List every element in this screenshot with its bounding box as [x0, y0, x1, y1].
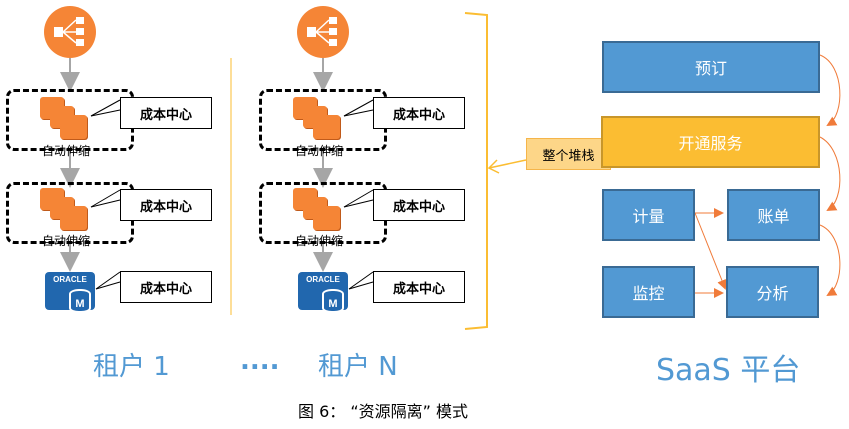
callout-pointer	[90, 199, 121, 208]
flow-arc-booking-provisioning	[819, 54, 841, 127]
db-badge: M	[322, 289, 344, 313]
callout-pointer	[343, 99, 374, 117]
load-balancer-icon	[297, 6, 349, 58]
callout-pointer	[343, 189, 374, 208]
auto-scaling-label: 自动伸缩	[42, 144, 91, 158]
cost-center-callout: 成本中心	[373, 97, 465, 129]
ellipsis: ....	[240, 346, 280, 376]
callout-pointer	[343, 109, 374, 117]
auto-scaling-label: 自动伸缩	[42, 234, 91, 248]
instance-icon	[313, 206, 340, 230]
callout-pointer	[90, 109, 121, 117]
booking-box: 预订	[602, 41, 820, 93]
instance-icon	[60, 206, 87, 230]
load-balancer-icon	[44, 6, 96, 58]
figure-caption: 图 6： “资源隔离” 模式	[298, 402, 469, 421]
cost-center-callout: 成本中心	[120, 97, 212, 129]
stack-arrow	[488, 159, 527, 169]
callout-pointer	[95, 271, 121, 290]
cost-center-callout: 成本中心	[120, 271, 212, 303]
callout-pointer	[90, 99, 121, 117]
instance-icon	[313, 115, 340, 139]
tenant-label: 租户 1	[93, 352, 170, 382]
saas-label: SaaS 平台	[656, 353, 801, 388]
callout-pointer	[90, 189, 121, 208]
stack-arrow-head	[487, 159, 500, 174]
analytics-box: 分析	[726, 266, 819, 318]
auto-scaling-label: 自动伸缩	[295, 234, 344, 248]
billing-box: 账单	[727, 189, 820, 241]
instance-icon	[60, 115, 87, 139]
stack-bracket	[464, 12, 488, 330]
monitoring-box: 监控	[602, 266, 695, 318]
oracle-db-title: ORACLE	[306, 275, 340, 284]
provisioning-box: 开通服务	[601, 116, 820, 168]
db-badge: M	[69, 289, 91, 313]
callout-pointer	[343, 199, 374, 208]
callout-pointer	[95, 281, 121, 290]
callout-pointer	[348, 271, 374, 290]
cost-center-callout: 成本中心	[120, 189, 212, 221]
cost-center-callout: 成本中心	[373, 271, 465, 303]
callout-pointer	[348, 281, 374, 290]
auto-scaling-label: 自动伸缩	[295, 144, 344, 158]
full-stack-label: 整个堆栈	[526, 138, 611, 170]
cost-center-callout: 成本中心	[373, 189, 465, 221]
flow-arrow-metering-analytics	[694, 212, 727, 290]
oracle-db-icon: ORACLE M	[45, 272, 95, 313]
flow-arc-billing-analytics	[819, 224, 841, 297]
oracle-db-icon: ORACLE M	[298, 272, 348, 313]
metering-box: 计量	[602, 189, 695, 241]
tenant-label: 租户 N	[318, 352, 398, 382]
oracle-db-title: ORACLE	[53, 275, 87, 284]
flow-arc-provisioning-billing	[819, 136, 841, 212]
